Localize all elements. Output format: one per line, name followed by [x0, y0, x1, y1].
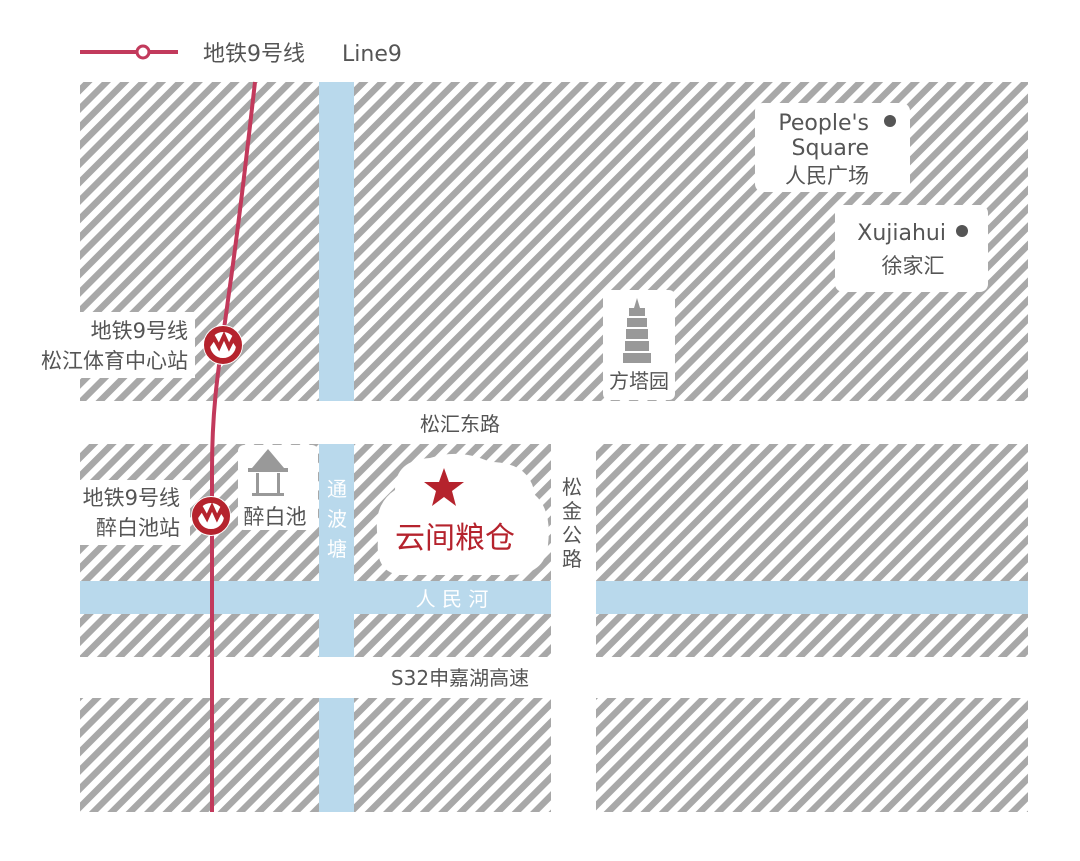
- station-zuibaichi[interactable]: 地铁9号线 醉白池站: [83, 486, 231, 540]
- road-songjin: [551, 444, 596, 812]
- xujiahui[interactable]: Xujiahui 徐家汇: [857, 221, 968, 278]
- destination-cloud: [376, 453, 549, 575]
- legend-label-cn: 地铁9号线: [203, 42, 305, 67]
- legend: 地铁9号线 Line9: [80, 42, 402, 67]
- river-renmin-east: [596, 581, 1028, 614]
- peoples-square-en2: Square: [792, 136, 869, 161]
- location-dot-icon: [884, 115, 896, 127]
- svg-text:波: 波: [327, 507, 347, 531]
- legend-station-icon: [135, 44, 151, 60]
- river-tongbotang-south: [319, 444, 354, 657]
- station-line-label: 地铁9号线: [83, 486, 180, 510]
- zuibaichi[interactable]: 醉白池: [244, 449, 307, 529]
- svg-text:路: 路: [562, 547, 582, 571]
- svg-text:通: 通: [327, 477, 347, 501]
- road-songjin-label: 松 金 公 路: [562, 475, 582, 571]
- river-tongbotang-label: 通 波 塘: [327, 477, 347, 561]
- svg-text:塘: 塘: [327, 537, 347, 561]
- peoples-square[interactable]: People's Square 人民广场: [778, 111, 896, 188]
- peoples-square-box: [755, 103, 910, 192]
- station-name-label: 醉白池站: [96, 516, 180, 540]
- road-songhui: [80, 401, 1028, 444]
- svg-text:金: 金: [562, 499, 582, 523]
- river-renmin-label: 人 民 河: [416, 587, 489, 611]
- xujiahui-box: [835, 205, 988, 292]
- star-icon: [424, 468, 464, 506]
- xujiahui-cn: 徐家汇: [882, 254, 945, 278]
- river-tongbotang: [319, 82, 354, 401]
- pavilion-icon: [248, 449, 288, 496]
- pagoda-icon: [623, 298, 651, 363]
- road-s32-label: S32申嘉湖高速: [391, 666, 529, 690]
- station-line-label: 地铁9号线: [91, 319, 188, 343]
- station1-label-box: [80, 312, 195, 378]
- station-name-label: 松江体育中心站: [41, 349, 188, 373]
- destination-label: 云间粮仓: [395, 521, 515, 556]
- peoples-square-cn: 人民广场: [785, 164, 869, 188]
- peoples-square-en1: People's: [778, 111, 869, 136]
- svg-text:松: 松: [562, 475, 582, 499]
- station-songjiang-sports-center[interactable]: 地铁9号线 松江体育中心站: [41, 319, 243, 373]
- fangtayuan[interactable]: 方塔园: [609, 298, 669, 393]
- road-songhui-label: 松汇东路: [420, 412, 500, 436]
- xujiahui-en: Xujiahui: [857, 221, 946, 246]
- zuibaichi-label: 醉白池: [244, 505, 307, 529]
- fangtayuan-label: 方塔园: [609, 369, 669, 393]
- river-tongbotang-far-south: [319, 698, 354, 812]
- metro-line-9: [210, 81, 257, 812]
- location-dot-icon: [956, 225, 968, 237]
- destination-yunjianliangcang[interactable]: 云间粮仓: [395, 468, 515, 556]
- legend-label-en: Line9: [342, 42, 402, 67]
- river-renmin-west: [80, 581, 551, 614]
- svg-text:公: 公: [562, 523, 582, 547]
- station2-label-box: [80, 480, 190, 545]
